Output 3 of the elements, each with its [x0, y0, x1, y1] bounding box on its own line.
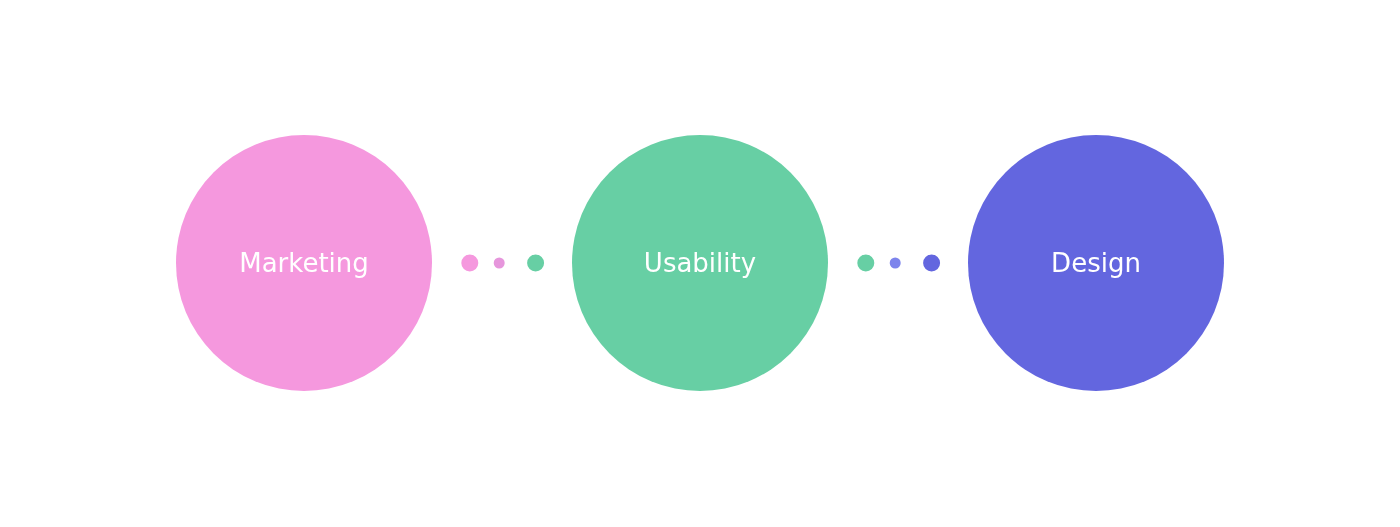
node-label: Usability [643, 248, 757, 278]
node-label: Marketing [239, 248, 369, 278]
node-label: Design [1051, 248, 1141, 278]
